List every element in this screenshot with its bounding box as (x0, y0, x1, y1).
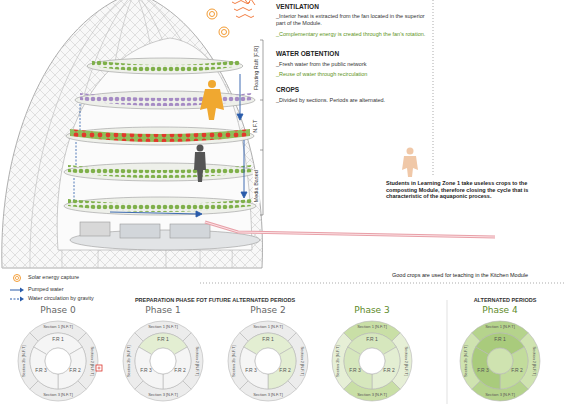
note-text: Students in Learning Zone 1 take useless… (386, 180, 558, 200)
raft-label: F.R 3 (477, 368, 489, 374)
group-heading: ALTERNATED PERIODS (450, 297, 560, 304)
legend-sample (9, 286, 25, 294)
raft-label: F.R 1 (366, 337, 378, 343)
phase-title: Phase 2 (250, 306, 285, 316)
body-text: _Reuse of water through recirculation (276, 71, 428, 78)
legend-text: Pumped water (28, 286, 63, 293)
raft-label: F.R 3 (35, 368, 47, 374)
section-label: Section 2b [N.F.T] (22, 345, 26, 377)
phase-title: Phase 4 (482, 306, 517, 316)
section-label: Section 1 [N.F.T] (357, 325, 387, 329)
phase-circle: Phase 3 F.R 1 F.R 2 F.R 3 Section 1 [N.F.T] S… (326, 305, 418, 403)
raft-label: F.R 3 (349, 368, 361, 374)
core-circle (487, 348, 513, 374)
core-circle (359, 348, 385, 374)
section-label: Section 2 [N.F.T] (404, 346, 408, 376)
sun-icon (15, 276, 18, 279)
section-label: Section 3 [N.F.T] (485, 393, 515, 397)
body-text: _Divided by sections. Periods are altern… (276, 97, 428, 104)
phase-title: Phase 0 (40, 306, 75, 316)
sun-icon (14, 274, 21, 281)
raft-label: F.R 2 (69, 368, 81, 374)
section-heading: VENTILATION (276, 3, 428, 11)
section-label: Media Based (253, 169, 260, 203)
body-text: _Complementary energy is created through… (276, 31, 428, 38)
arrow-head (20, 287, 24, 292)
section-label: Section 2 [N.F.T] (532, 346, 536, 376)
section-label: Section 3 [N.F.T] (148, 393, 178, 397)
marker-plus (98, 367, 101, 370)
phase-title: Phase 3 (354, 306, 389, 316)
core-circle (150, 348, 176, 374)
legend-sample (9, 274, 25, 282)
arrow-line (10, 289, 21, 290)
raft-label: F.R 1 (262, 337, 274, 343)
raft-label: F.R 3 (245, 368, 257, 374)
raft-label: F.R 2 (279, 368, 291, 374)
section-heading: WATER OBTENTION (276, 50, 428, 58)
phase-circle: Phase 4 F.R 1 F.R 2 F.R 3 Section 1 [N.F.T] S… (454, 305, 546, 403)
raft-label: F.R 3 (140, 368, 152, 374)
core-circle (45, 348, 71, 374)
raft-label: F.R 1 (494, 337, 506, 343)
arrow-line (10, 298, 21, 299)
section-heading: CROPS (276, 86, 428, 94)
section-label: Section 1 [N.F.T] (485, 325, 515, 329)
marker-square (96, 365, 102, 371)
section-label: Section 2b [N.F.T] (232, 345, 236, 377)
section-label: Section 1 [N.F.T] (253, 325, 283, 329)
section-label: Section 2 [N.F.T] (195, 346, 199, 376)
legend-sample (9, 295, 25, 303)
group-heading: PREPARATION PHASE FOT FUTURE ALTERNATED … (80, 297, 350, 304)
phase-title: Phase 1 (145, 306, 180, 316)
section-label: Section 3 [N.F.T] (253, 393, 283, 397)
phase-circle: Phase 0 F.R 1 F.R 2 F.R 3 Section 1 [N.F.T] S… (12, 305, 104, 403)
section-label: Section 2b [N.F.T] (127, 345, 131, 377)
section-label: Section 1 [N.F.T] (43, 325, 73, 329)
section-label: Section 2 [N.F.T] (300, 346, 304, 376)
section-label: Section 2b [N.F.T] (464, 345, 468, 377)
section-label: N.F.T (253, 118, 260, 133)
raft-label: F.R 1 (157, 337, 169, 343)
legend-text: Solar energy capture (28, 274, 79, 281)
raft-label: F.R 2 (174, 368, 186, 374)
section-label: Section 2 [N.F.T] (90, 346, 94, 376)
raft-label: F.R 2 (383, 368, 395, 374)
body-text: _Interior heat is extracted from the fan… (276, 13, 428, 26)
section-label: Section 3 [N.F.T] (357, 393, 387, 397)
body-text: _Fresh water from the public network (276, 61, 428, 68)
arrow-head (20, 296, 24, 301)
section-label: Section 1 [N.F.T] (148, 325, 178, 329)
phase-circle: Phase 2 F.R 1 F.R 2 F.R 3 Section 1 [N.F.T] S… (222, 305, 314, 403)
legend-text: Water circulation by gravity (28, 295, 94, 302)
core-circle (255, 348, 281, 374)
note-text: Good crops are used for teaching in the … (392, 272, 564, 279)
section-label: Section 3 [N.F.T] (43, 393, 73, 397)
phase-circle: Phase 1 F.R 1 F.R 2 F.R 3 Section 1 [N.F.T] S… (117, 305, 209, 403)
section-label: Floating Raft [F.R] (253, 45, 260, 91)
section-label: Section 2b [N.F.T] (336, 345, 340, 377)
raft-label: F.R 1 (52, 337, 64, 343)
raft-label: F.R 2 (511, 368, 523, 374)
